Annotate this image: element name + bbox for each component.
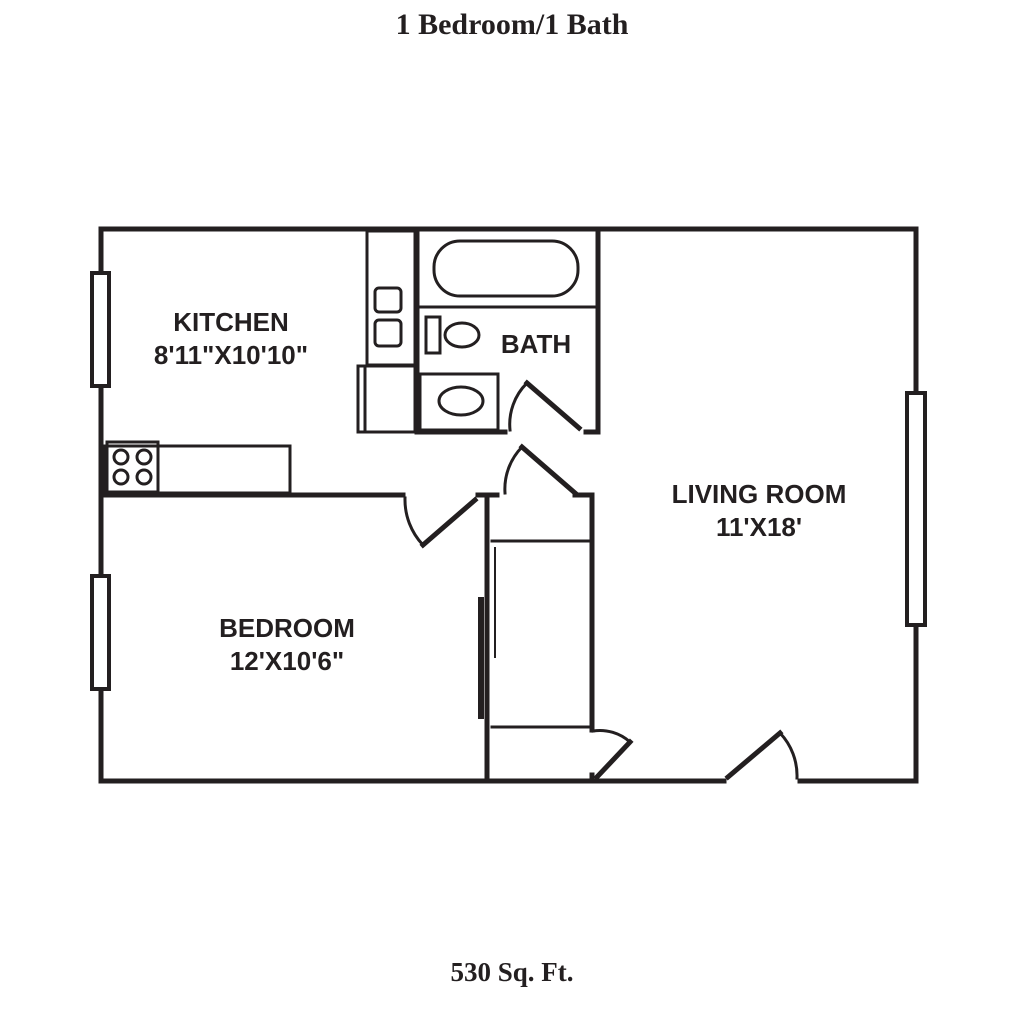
stove-burner-box-2 xyxy=(373,318,403,348)
interior-walls xyxy=(98,226,601,784)
vanity xyxy=(418,372,500,432)
kitchen-size: 8'11"X10'10" xyxy=(154,340,308,370)
bath-label: BATH xyxy=(501,329,571,359)
stove-burner-box-1 xyxy=(373,286,403,314)
window-living xyxy=(905,391,927,627)
sink xyxy=(437,385,485,417)
window-bedroom xyxy=(90,574,111,691)
living-room-label: LIVING ROOM xyxy=(672,479,847,509)
bedroom-size: 12'X10'6" xyxy=(230,646,344,676)
bedroom-label: BEDROOM xyxy=(219,613,355,643)
living-room-size: 11'X18' xyxy=(716,512,802,542)
plan-title: 1 Bedroom/1 Bath xyxy=(395,8,629,41)
range xyxy=(105,440,160,494)
toilet-bowl xyxy=(443,321,481,349)
toilet-tank xyxy=(424,315,442,355)
window-kitchen xyxy=(90,271,111,388)
bathtub xyxy=(432,239,580,298)
bath-fixtures xyxy=(418,239,598,432)
doors xyxy=(403,379,799,781)
kitchen-label: KITCHEN xyxy=(173,307,289,337)
windows xyxy=(90,271,927,691)
kitchen-fixtures xyxy=(103,229,417,495)
square-footage: 530 Sq. Ft. xyxy=(450,957,574,987)
counter xyxy=(103,444,292,495)
closets xyxy=(478,539,591,729)
refrigerator xyxy=(356,364,417,434)
